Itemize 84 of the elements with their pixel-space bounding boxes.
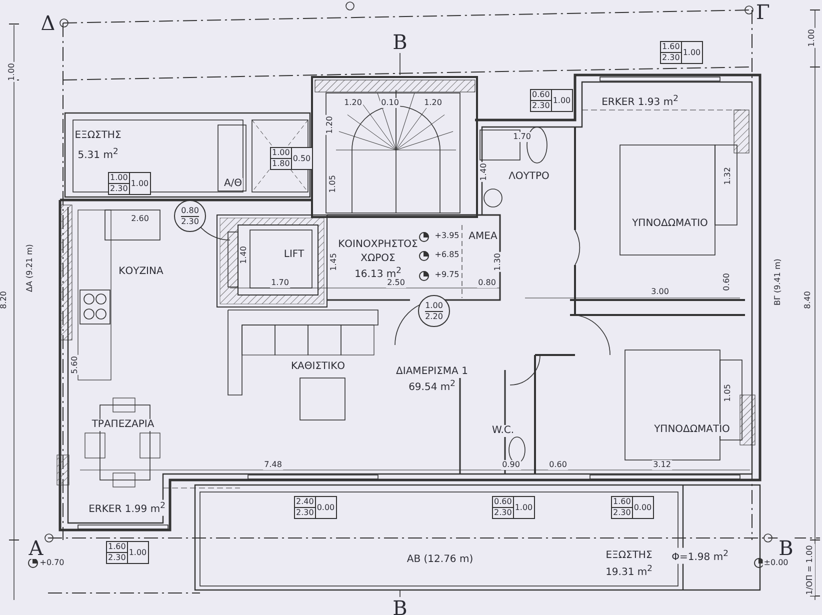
tag-value: 0.00 (632, 502, 653, 512)
tag-value: 2.30 (531, 101, 552, 111)
room-label: ΤΡΑΠΕΖΑΡΙΑ (90, 419, 156, 431)
window-tag (660, 41, 703, 64)
dimension-text: 1.20 (343, 98, 363, 108)
window-tag (270, 147, 313, 170)
tag-value: 2.30 (493, 508, 514, 518)
dimension-text: 0.90 (501, 460, 521, 470)
tag-value: 0.00 (316, 502, 336, 512)
tag-value: 0.60 (493, 497, 514, 508)
dimension-text: 0.60 (548, 460, 568, 470)
dimension-text: ΒΓ (9.41 m) (773, 258, 783, 306)
elevation-text: +0.70 (38, 558, 66, 568)
tag-value: 1.00 (682, 48, 702, 58)
dimension-text: 2.50 (386, 278, 406, 288)
tag-value: 1.80 (271, 159, 292, 169)
elevation-text: ±0.00 (762, 558, 790, 568)
tag-value: 2.30 (661, 53, 682, 63)
tag-value: 1.00 (552, 96, 572, 106)
room-label: ΑΒ (12.76 m) (406, 554, 474, 566)
dimension-text: 1.40 (239, 245, 249, 265)
window-tag (530, 89, 573, 112)
window-tag (611, 496, 654, 519)
elevation-text: +6.85 (434, 250, 460, 260)
door-tag (418, 295, 450, 327)
dimension-text: 1.00 (7, 62, 17, 82)
dimension-text: 1.70 (512, 132, 532, 142)
room-label: Α/Θ (222, 178, 244, 190)
elevation-text: +9.75 (434, 270, 460, 280)
tag-value: 1.00 (425, 300, 443, 312)
tag-value: 0.60 (531, 90, 552, 101)
elevation-text: +3.95 (434, 231, 460, 241)
window-tag (492, 496, 535, 519)
tag-value: 1.00 (514, 502, 534, 512)
window-tag (106, 541, 149, 564)
dimension-text: 0.60 (722, 272, 732, 292)
dimension-text: 1.32 (723, 166, 733, 186)
axis-letter: A (28, 537, 44, 559)
door-tag (174, 200, 206, 232)
dimension-text: 7.48 (263, 460, 283, 470)
dimension-text: 1.00 (807, 28, 817, 48)
window-tag (108, 172, 151, 195)
dimension-text: 1.20 (325, 115, 335, 135)
tag-value: 2.30 (181, 216, 199, 226)
dimension-text: 8.40 (803, 290, 813, 310)
dimension-text: 1.45 (329, 252, 339, 272)
dimension-text: 0.10 (380, 98, 400, 108)
room-label: ΥΠΝΟΔΩΜΑΤΙΟ (653, 424, 731, 436)
dimension-text: 1/ΟΠ = 1.00 (805, 544, 815, 596)
tag-value: 1.60 (612, 497, 633, 508)
window-tag (294, 496, 337, 519)
dimension-text: 1.20 (423, 98, 443, 108)
area-label: ERKER 1.99 m$^{2}$ (88, 500, 166, 516)
tag-value: 0.50 (292, 154, 312, 164)
area-label: Φ=1.98 m$^{2}$ (670, 548, 730, 564)
tag-value: 1.00 (128, 548, 148, 558)
tag-value: 2.30 (612, 508, 633, 518)
room-label: ΔΙΑΜΕΡΙΣΜΑ 1 (395, 366, 469, 378)
dimension-text: 8.20 (0, 290, 9, 310)
dimension-text: 1.30 (493, 252, 503, 272)
tag-value: 1.00 (271, 148, 292, 159)
dimension-text: 1.05 (328, 174, 338, 194)
dimension-text: 3.00 (650, 287, 670, 297)
dimension-text: ΔΑ (9.21 m) (25, 243, 35, 293)
tag-value: 1.60 (107, 542, 128, 553)
axis-letter: B (392, 31, 408, 53)
dimension-text: 1.40 (479, 162, 489, 182)
tag-value: 0.80 (181, 206, 199, 216)
dimension-text: 2.60 (130, 214, 150, 224)
dimension-text: 1.05 (723, 383, 733, 403)
axis-letter: B (392, 597, 408, 615)
tag-value: 1.60 (661, 42, 682, 53)
tag-value: 2.30 (109, 184, 130, 194)
tag-value: 1.00 (130, 178, 150, 188)
tag-value: 2.40 (295, 497, 316, 508)
tag-value: 2.20 (425, 312, 443, 322)
room-label: W.C. (490, 425, 516, 437)
dimension-text: 1.70 (270, 278, 290, 288)
dimension-text: 3.12 (652, 460, 672, 470)
dimension-text: 0.80 (477, 278, 497, 288)
dimension-text: 5.60 (70, 355, 80, 375)
tag-value: 1.00 (109, 173, 130, 184)
tag-value: 2.30 (295, 508, 316, 518)
tag-value: 2.30 (107, 553, 128, 563)
